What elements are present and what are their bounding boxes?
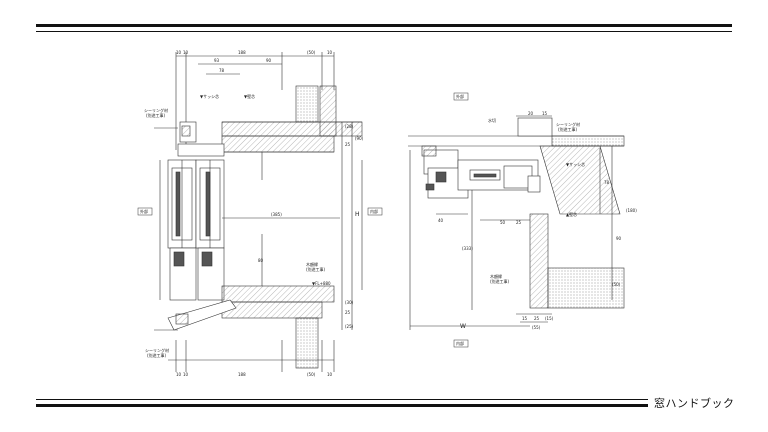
bottom-dim-5: 10	[327, 372, 333, 377]
right-dim-6: (25)	[345, 324, 354, 329]
right-top-dim-15: 15	[542, 111, 548, 116]
right-vert-dim-180: (180)	[626, 208, 637, 213]
top-dim-2: 10	[183, 50, 189, 55]
left-section-labels: 10 10 188 (50) 10 93 90 78 ▼サッシ芯 ▼壁芯 シーリ…	[137, 50, 383, 377]
right-horizontal-section	[408, 115, 625, 330]
right-wood-frame: 木額縁	[490, 273, 502, 279]
wall-center-label: ▼壁芯	[244, 93, 255, 99]
bottom-dim-3: 188	[238, 372, 246, 377]
right-dim-5: 25	[345, 310, 351, 315]
right-bottom-dim-25: 25	[534, 316, 540, 321]
bottom-dim-2: 10	[183, 372, 189, 377]
right-dim-40: 40	[438, 218, 444, 223]
right-top-dim-20: 20	[528, 111, 534, 116]
right-wood-frame-note: (別途工事)	[490, 278, 510, 284]
curtain-box-label: 水切	[488, 117, 496, 123]
top-rule-thin	[36, 31, 732, 32]
right-dim-4: (30)	[345, 300, 354, 305]
bottom-dim-1: 10	[176, 372, 182, 377]
bottom-dim-4: (50)	[307, 372, 316, 377]
top-dim-78: 78	[219, 68, 225, 73]
left-vertical-section	[154, 52, 363, 372]
right-bottom-dim-15b: (15)	[545, 316, 554, 321]
sealing-bottom-label: シーリング材	[145, 347, 169, 353]
book-title: 窓ハンドブック	[654, 397, 735, 410]
fl-mark: ▼FL+880	[312, 281, 331, 286]
right-bottom-dim-15: 15	[522, 316, 528, 321]
bottom-rule-thick	[36, 404, 648, 407]
interior-label: 内部	[370, 208, 378, 214]
right-vert-dim-50: (50)	[612, 282, 621, 287]
right-sealing-label: シーリング材	[556, 121, 580, 127]
top-dim-5: 10	[327, 50, 333, 55]
top-dim-3: 188	[238, 50, 246, 55]
right-dim-2: (90)	[355, 136, 364, 141]
opening-dim: (385)	[271, 212, 282, 217]
sealing-top-label: シーリング材	[144, 107, 168, 113]
right-dim-50: 50	[500, 220, 506, 225]
right-dim-25: 25	[516, 220, 522, 225]
wood-frame-label: 木額縁	[306, 261, 318, 267]
sealing-bottom-note: (別途工事)	[147, 352, 167, 358]
right-section-labels: 外部 水切 20 15 シーリング材 (別途工事) ▼サッシ芯 ▲壁芯 40 5…	[438, 92, 637, 348]
interior-box	[367, 207, 383, 216]
right-vert-dim-90: 90	[616, 236, 622, 241]
top-dim-1: 10	[176, 50, 182, 55]
bottom-rule-thin	[36, 399, 648, 400]
dim-80: 80	[258, 258, 264, 263]
top-dim-93: 93	[214, 58, 220, 63]
wood-frame-note: (別途工事)	[306, 266, 326, 272]
sash-line-label: ▼サッシ芯	[200, 93, 219, 99]
right-dim-333: (333)	[462, 246, 473, 251]
right-exterior-label: 外部	[456, 93, 464, 99]
exterior-box	[137, 207, 153, 216]
sealing-top-note: (別途工事)	[146, 112, 166, 118]
right-dim-1: (28)	[345, 124, 354, 129]
exterior-label: 外部	[140, 208, 148, 214]
right-interior-box	[453, 339, 469, 348]
top-dim-4: (50)	[307, 50, 316, 55]
right-sash-line: ▼サッシ芯	[566, 161, 585, 167]
right-sealing-note: (別途工事)	[558, 126, 578, 132]
right-wall-center: ▲壁芯	[566, 211, 577, 217]
right-interior-label: 内部	[456, 340, 464, 346]
right-dim-3: 25	[345, 142, 351, 147]
right-bottom-total: (55)	[532, 325, 541, 330]
width-label: W	[460, 323, 466, 330]
right-exterior-box	[453, 92, 469, 101]
top-rule-thick	[36, 24, 732, 27]
top-dim-90: 90	[266, 58, 272, 63]
right-vert-dim-78: 78	[604, 180, 610, 185]
height-label: H	[355, 211, 360, 218]
